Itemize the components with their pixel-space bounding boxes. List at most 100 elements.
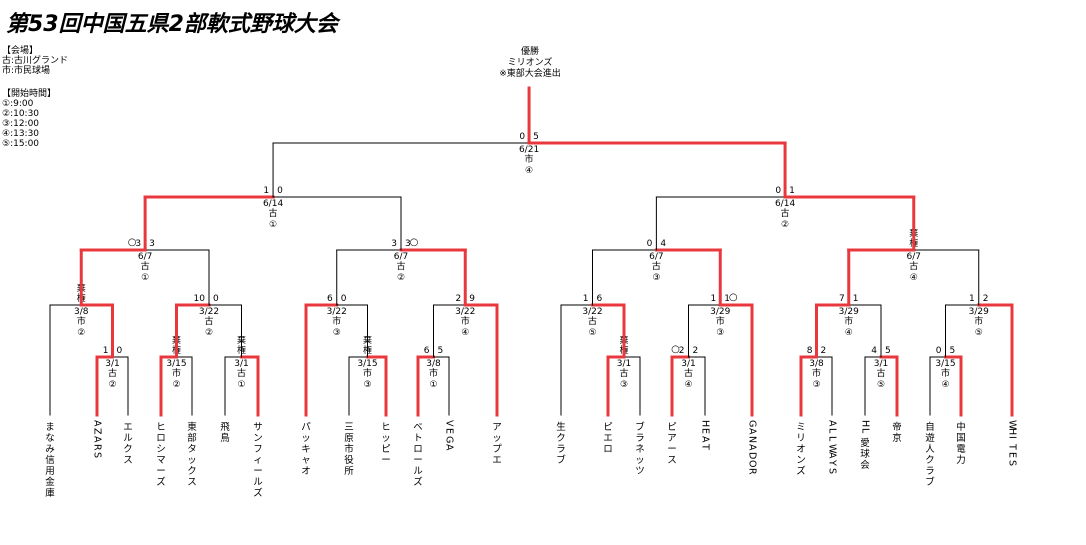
svg-text:マ: マ: [156, 455, 166, 466]
game-slot: ④: [461, 328, 469, 338]
svg-text:G: G: [747, 420, 758, 427]
svg-text:L: L: [827, 428, 838, 434]
svg-text:W: W: [827, 444, 838, 454]
svg-text:所: 所: [344, 466, 354, 477]
game-slot: ④: [910, 273, 918, 283]
game-date: 3/22: [582, 307, 602, 317]
score-right: 1: [724, 294, 730, 304]
svg-text:東: 東: [187, 421, 197, 433]
svg-text:A: A: [92, 420, 103, 427]
champion-note: ※東部大会進出: [499, 69, 561, 79]
game-venue: 古: [269, 207, 278, 219]
svg-text:遊: 遊: [925, 432, 935, 444]
svg-text:ル: ル: [253, 477, 263, 488]
game-date: 3/8: [426, 359, 441, 369]
svg-text:ブ: ブ: [556, 454, 566, 466]
svg-text:会: 会: [860, 459, 870, 471]
game-date: 3/8: [809, 359, 824, 369]
svg-text:キ: キ: [301, 444, 311, 455]
svg-text:A: A: [92, 436, 103, 443]
svg-text:ク: ク: [556, 433, 566, 444]
game-venue: 市: [363, 367, 372, 379]
svg-text:ッ: ッ: [381, 433, 391, 444]
svg-text:力: 力: [956, 454, 966, 466]
game-date: 6/14: [263, 199, 283, 209]
svg-text:フ: フ: [253, 444, 263, 455]
venue-item: 古:古川グランド: [2, 56, 69, 66]
score-left: 10: [194, 294, 206, 304]
score-left: 7: [839, 294, 845, 304]
game-date: 3/1: [874, 359, 888, 369]
game-venue: 古: [781, 207, 790, 219]
svg-text:生: 生: [556, 421, 566, 433]
game-date: 3/1: [617, 359, 631, 369]
game-date: 3/22: [455, 307, 475, 317]
champion-box: 優勝 ミリオンズ ※東部大会進出: [430, 47, 630, 80]
svg-text:ロ: ロ: [156, 433, 166, 444]
svg-text:原: 原: [344, 433, 354, 444]
score-right: 6: [597, 294, 603, 304]
svg-text:T: T: [700, 443, 711, 450]
game-venue: 古: [141, 260, 150, 272]
game-slot: ①: [141, 273, 149, 283]
game-slot: ②: [397, 273, 405, 283]
svg-text:役: 役: [344, 454, 354, 466]
svg-text:ィ: ィ: [253, 455, 263, 466]
game-date: 6/14: [775, 199, 795, 209]
game-venue: 古: [876, 367, 885, 379]
time-legend: 【開始時間】 ①:9:00 ②:10:30 ③:12:00 ④:13:30 ⑤:…: [2, 89, 56, 149]
svg-text:ー: ー: [253, 466, 263, 477]
svg-text:み: み: [45, 444, 55, 455]
svg-text:E: E: [1007, 452, 1018, 458]
svg-text:A: A: [827, 452, 838, 459]
svg-text:ラ: ラ: [925, 466, 935, 477]
score-right: 1: [789, 186, 795, 196]
score-left: 1: [263, 186, 269, 196]
svg-text:ミ: ミ: [796, 422, 806, 433]
game-slot: ④: [845, 328, 853, 338]
score-right: 5: [438, 346, 444, 356]
svg-text:ツ: ツ: [635, 466, 645, 477]
score-left: 1: [711, 294, 717, 304]
svg-text:市: 市: [344, 443, 354, 455]
svg-text:ズ: ズ: [413, 476, 423, 488]
score-left: 1: [103, 346, 109, 356]
game-venue: 古: [619, 367, 628, 379]
win-mark: ○: [671, 344, 680, 355]
svg-text:H: H: [700, 420, 711, 427]
svg-text:ー: ー: [413, 455, 423, 466]
game-venue: 古: [237, 367, 246, 379]
svg-text:電: 電: [956, 444, 966, 455]
score-right: 5: [885, 346, 891, 356]
svg-text:S: S: [827, 468, 838, 474]
game-venue: 市: [716, 315, 725, 327]
svg-text:ロ: ロ: [413, 444, 423, 455]
score-left: 2: [679, 346, 685, 356]
score-left: 8: [807, 346, 813, 356]
svg-text:ッ: ッ: [635, 455, 645, 466]
svg-text:な: な: [45, 433, 55, 444]
time-item: ③:12:00: [2, 119, 40, 129]
svg-text:ピ: ピ: [667, 422, 677, 433]
svg-text:ク: ク: [123, 444, 133, 455]
svg-text:金: 金: [45, 476, 55, 488]
svg-text:ス: ス: [667, 455, 677, 466]
game-date: 3/29: [839, 307, 859, 317]
game-slot: ③: [333, 328, 341, 338]
svg-text:エ: エ: [603, 433, 613, 444]
win-mark: ○: [410, 237, 419, 248]
svg-text:京: 京: [892, 432, 902, 444]
score-left: 6: [327, 294, 333, 304]
time-item: ④:13:30: [2, 129, 40, 139]
svg-text:H: H: [860, 420, 871, 427]
score-left: 0: [775, 186, 781, 196]
